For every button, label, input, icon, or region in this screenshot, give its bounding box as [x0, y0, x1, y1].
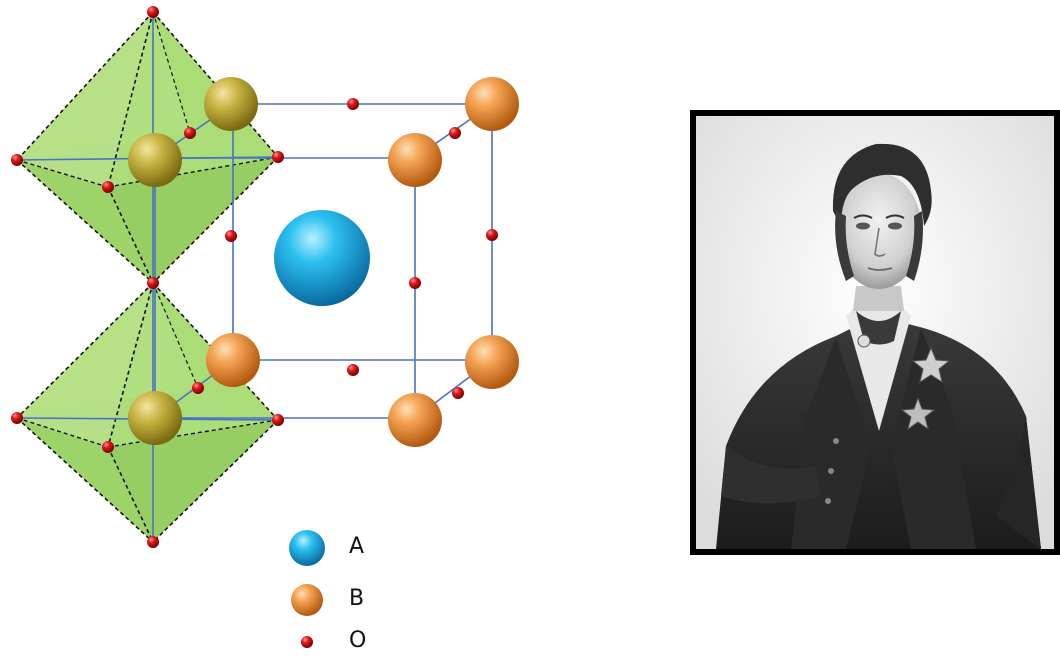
b-site-atoms: [206, 77, 519, 447]
legend-item-b: B: [285, 578, 364, 622]
legend-label-o: O: [349, 628, 367, 653]
o-site-atoms: [11, 6, 498, 548]
portrait-image: [696, 116, 1054, 549]
b-site-atoms-inside: [128, 77, 258, 445]
a-atom-swatch-icon: [289, 530, 325, 566]
o-atom-swatch-icon: [301, 636, 313, 648]
octahedron-lower: [16, 282, 279, 543]
legend-item-o: O: [285, 620, 366, 664]
portrait-frame: [690, 110, 1060, 555]
b-atom-swatch-icon: [291, 584, 323, 616]
legend-label-b: B: [349, 586, 365, 611]
perovskite-structure-diagram: [11, 6, 519, 548]
legend-item-a: A: [285, 526, 364, 570]
a-site-atom: [274, 210, 370, 306]
legend-label-a: A: [349, 534, 365, 559]
